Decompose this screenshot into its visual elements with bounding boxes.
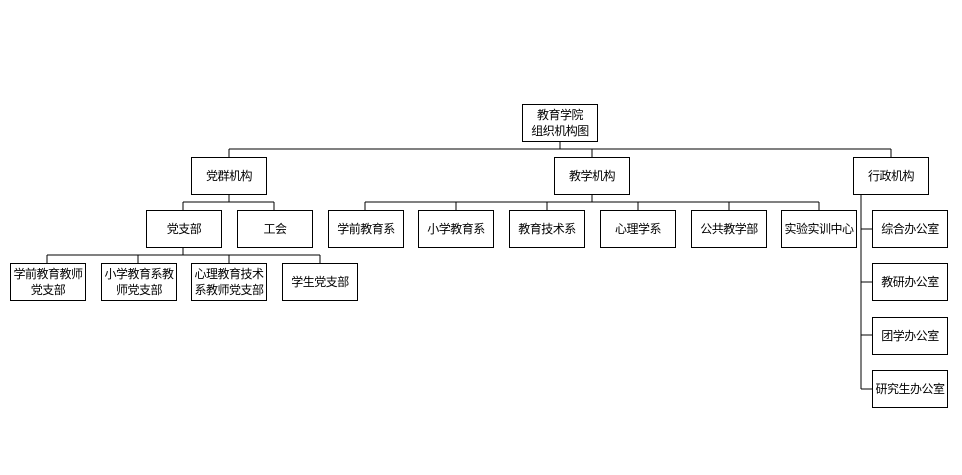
node-party-subbranch: 小学教育系教 师党支部: [101, 263, 177, 301]
node-office: 教研办公室: [872, 263, 948, 301]
node-office: 研究生办公室: [872, 370, 948, 408]
node-department: 小学教育系: [418, 210, 494, 248]
node-party-subbranch: 学生党支部: [282, 263, 358, 301]
node-department: 公共教学部: [691, 210, 767, 248]
node-department: 教育技术系: [509, 210, 585, 248]
node-admin-organizations: 行政机构: [853, 157, 929, 195]
node-department: 实验实训中心: [781, 210, 857, 248]
node-party-organizations: 党群机构: [191, 157, 267, 195]
node-department: 学前教育系: [328, 210, 404, 248]
root-title-line1: 教育学院: [536, 108, 584, 122]
node-office: 团学办公室: [872, 317, 948, 355]
node-department: 心理学系: [600, 210, 676, 248]
node-teaching-organizations: 教学机构: [554, 157, 630, 195]
node-party-branch: 党支部: [146, 210, 222, 248]
root-node: 教育学院 组织机构图: [522, 104, 598, 142]
node-union: 工会: [237, 210, 313, 248]
root-title-line2: 组织机构图: [531, 124, 589, 138]
node-office: 综合办公室: [872, 210, 948, 248]
node-party-subbranch: 学前教育教师 党支部: [10, 263, 86, 301]
node-party-subbranch: 心理教育技术 系教师党支部: [191, 263, 267, 301]
